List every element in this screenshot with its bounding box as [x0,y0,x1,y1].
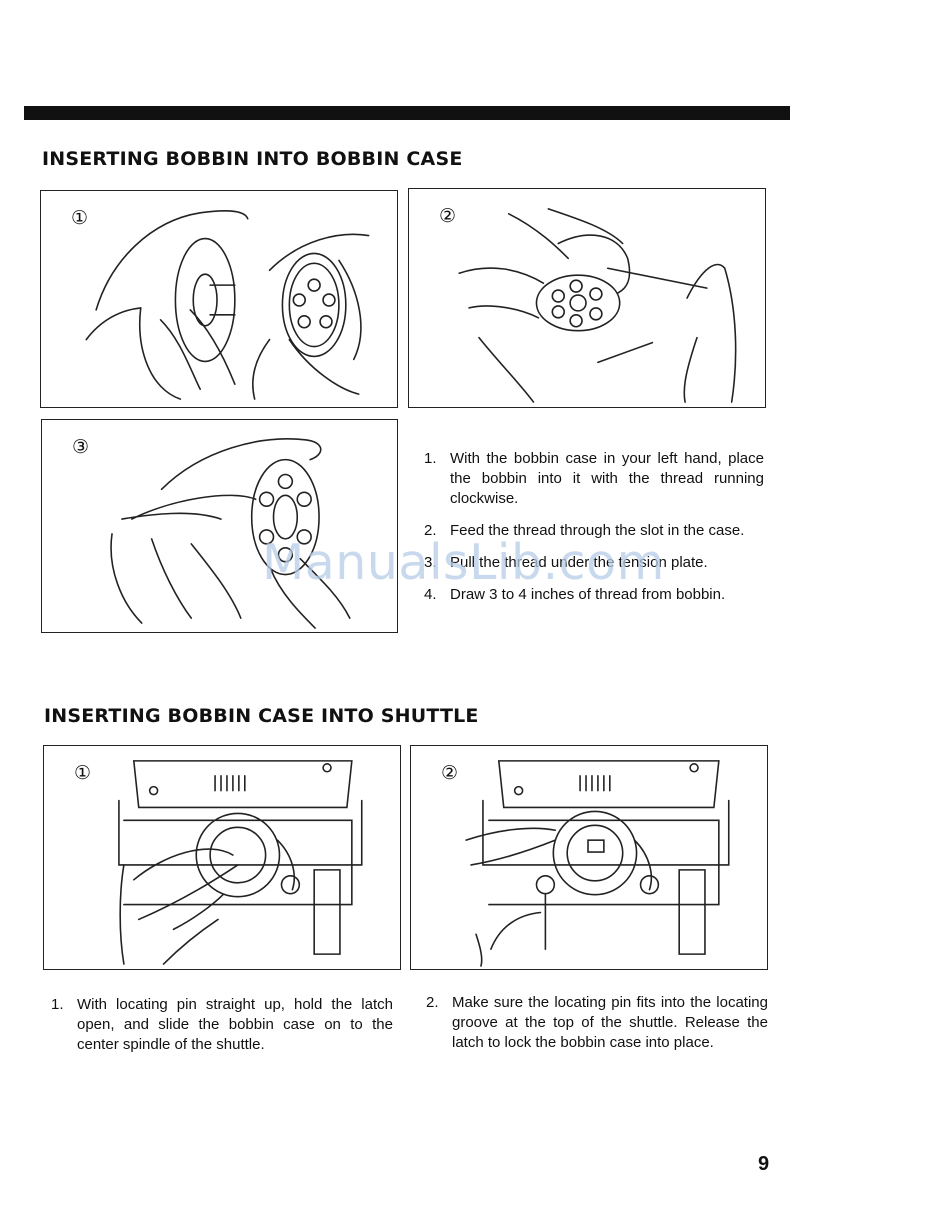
list-item: 2. Feed the thread through the slot in t… [424,522,745,539]
illustration-panel-1: ① [40,190,398,408]
hand-feeding-thread-illustration [458,208,737,403]
shuttle-step-1: 1. With locating pin straight up, hold t… [51,995,393,1055]
illustration-panel-3: ③ [41,419,398,633]
panel-number: ② [439,205,457,227]
section-title-bobbin-into-case: INSERTING BOBBIN INTO BOBBIN CASE [42,148,463,170]
illustration-panel-4: ① [43,745,401,970]
bobbin-steps-list: 1. With the bobbin case in your left han… [424,449,764,605]
section-title-case-into-shuttle: INSERTING BOBBIN CASE INTO SHUTTLE [44,705,479,727]
list-item: 2. Make sure the locating pin fits into … [426,994,768,1051]
panel-number: ① [74,762,92,784]
list-item: 1. With locating pin straight up, hold t… [51,996,393,1053]
list-item: 4. Draw 3 to 4 inches of thread from bob… [424,586,726,603]
shuttle-step-2: 2. Make sure the locating pin fits into … [426,993,768,1053]
sliding-bobbin-case-illustration [118,760,363,965]
illustration-panel-2: ② [408,188,766,408]
page-number: 9 [758,1153,770,1175]
top-rule [24,106,790,120]
panel-number: ② [441,762,459,784]
watermark: ManualsLib.com [262,534,665,591]
thread-under-tension-plate-illustration [110,438,351,629]
list-item: 3. Pull the thread under the tension pla… [424,554,708,571]
panel-number: ① [71,207,89,229]
hand-holding-bobbin-illustration [85,210,370,400]
panel-number: ③ [72,436,90,458]
list-item: 1. With the bobbin case in your left han… [424,450,764,507]
illustration-panel-5: ② [410,745,768,970]
locking-bobbin-case-illustration [465,760,730,967]
